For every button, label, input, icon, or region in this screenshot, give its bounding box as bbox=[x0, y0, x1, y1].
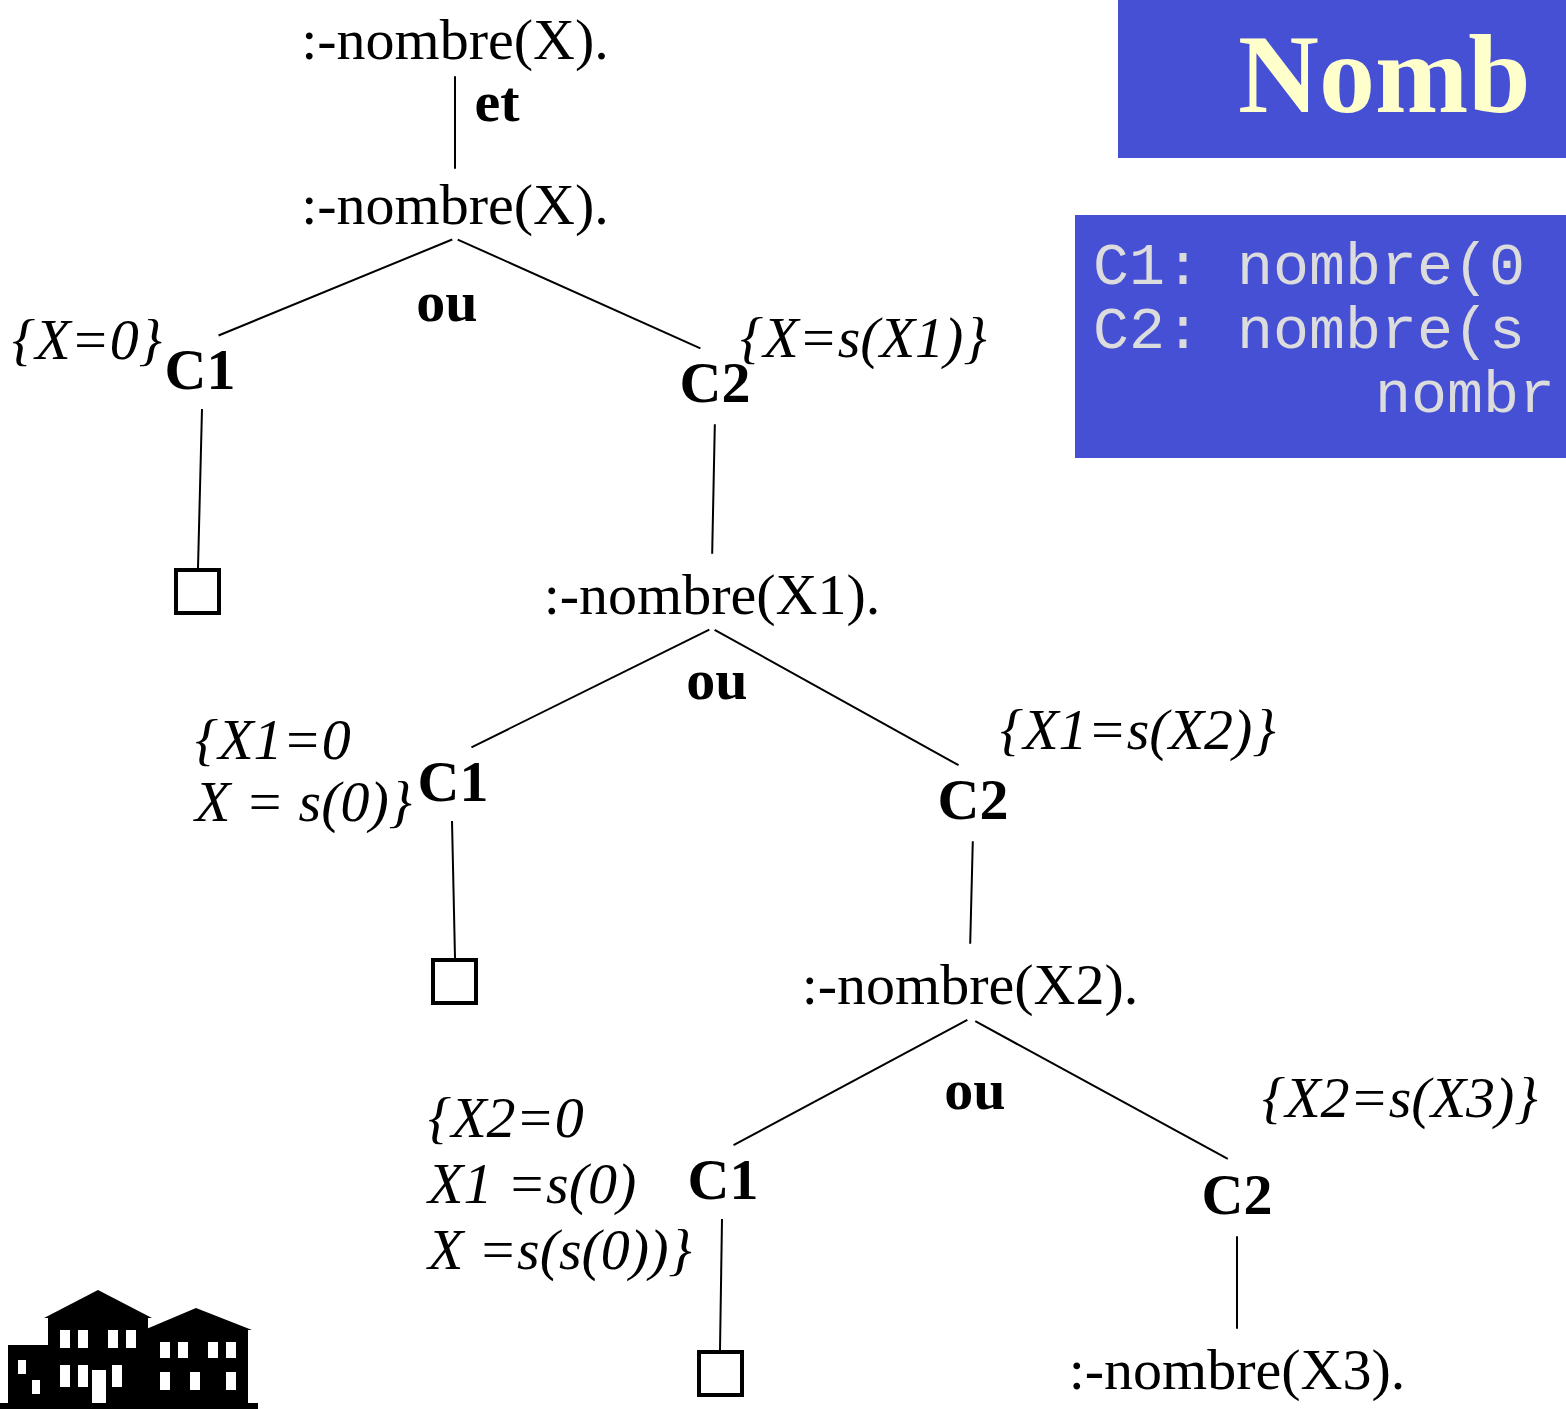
node-text: C2 bbox=[680, 350, 751, 417]
clause-label: C2 bbox=[934, 767, 1013, 834]
node-text: :-nombre(X1). bbox=[544, 562, 881, 629]
or-label: ou bbox=[683, 647, 750, 714]
tree-branch bbox=[715, 630, 959, 765]
success-line bbox=[720, 1219, 722, 1350]
goal-node: :-nombre(X2). bbox=[798, 952, 1143, 1019]
node-text: C1 bbox=[418, 749, 489, 816]
tree-branch bbox=[1236, 1236, 1238, 1328]
substitution-label: {X2=0 X1 =s(0) X =s(s(0))} bbox=[428, 1085, 692, 1283]
goal-node: :-nombre(X1). bbox=[540, 562, 885, 629]
slide-title: Nomb bbox=[1238, 18, 1566, 130]
text-line: X1 =s(0) bbox=[428, 1151, 692, 1217]
or-label: ou bbox=[413, 269, 480, 336]
code-line: C1: nombre(0 bbox=[1093, 236, 1566, 300]
substitution-label: {X=s(X1)} bbox=[740, 305, 987, 372]
node-text: :-nombre(X2). bbox=[802, 952, 1139, 1019]
code-box: C1: nombre(0C2: nombre(s nombr bbox=[1075, 215, 1566, 458]
node-text: C2 bbox=[938, 767, 1009, 834]
substitution-label: {X1=0 X = s(0)} bbox=[195, 709, 412, 833]
text-line: {X2=0 bbox=[428, 1085, 692, 1151]
text-line: {X1=0 bbox=[195, 709, 412, 771]
tree-branch bbox=[458, 240, 701, 349]
goal-node: :-nombre(X3). bbox=[1065, 1337, 1410, 1404]
school-logo bbox=[0, 1290, 258, 1409]
success-line bbox=[198, 409, 202, 568]
tree-branch bbox=[975, 1021, 1228, 1159]
text-line: X =s(s(0))} bbox=[428, 1217, 692, 1283]
tree-branch bbox=[712, 424, 715, 553]
empty-clause-box bbox=[433, 960, 476, 1003]
code-line: C2: nombre(s nombr bbox=[1093, 300, 1566, 428]
success-line bbox=[452, 821, 455, 958]
substitution-label: {X1=s(X2)} bbox=[1000, 697, 1276, 764]
tree-branch bbox=[454, 76, 456, 168]
title-band: Nomb bbox=[1118, 0, 1566, 158]
clause-label: C1 bbox=[414, 749, 493, 816]
goal-node: :-nombre(X). bbox=[297, 7, 613, 74]
tree-branch bbox=[970, 841, 973, 943]
empty-clause-box bbox=[176, 570, 219, 613]
node-text: :-nombre(X). bbox=[301, 7, 609, 74]
node-text: :-nombre(X3). bbox=[1069, 1337, 1406, 1404]
clause-label: C1 bbox=[161, 337, 240, 404]
tree-branch bbox=[471, 630, 709, 748]
substitution-label: {X=0} bbox=[12, 307, 162, 374]
text-line: X = s(0)} bbox=[195, 771, 412, 833]
tree-branch bbox=[734, 1020, 968, 1145]
node-text: :-nombre(X). bbox=[301, 172, 609, 239]
clause-label: C1 bbox=[684, 1147, 763, 1214]
substitution-label: {X2=s(X3)} bbox=[1262, 1065, 1538, 1132]
node-text: C2 bbox=[1202, 1162, 1273, 1229]
or-label: ou bbox=[941, 1057, 1008, 1124]
text-line: C2: nombre(s bbox=[1093, 300, 1566, 364]
node-text: C1 bbox=[165, 337, 236, 404]
clause-label: C2 bbox=[1198, 1162, 1277, 1229]
empty-clause-box bbox=[699, 1352, 742, 1395]
text-line: nombr bbox=[1375, 364, 1566, 428]
node-text: C1 bbox=[688, 1147, 759, 1214]
edge-label: et bbox=[471, 69, 522, 136]
goal-node: :-nombre(X). bbox=[297, 172, 613, 239]
